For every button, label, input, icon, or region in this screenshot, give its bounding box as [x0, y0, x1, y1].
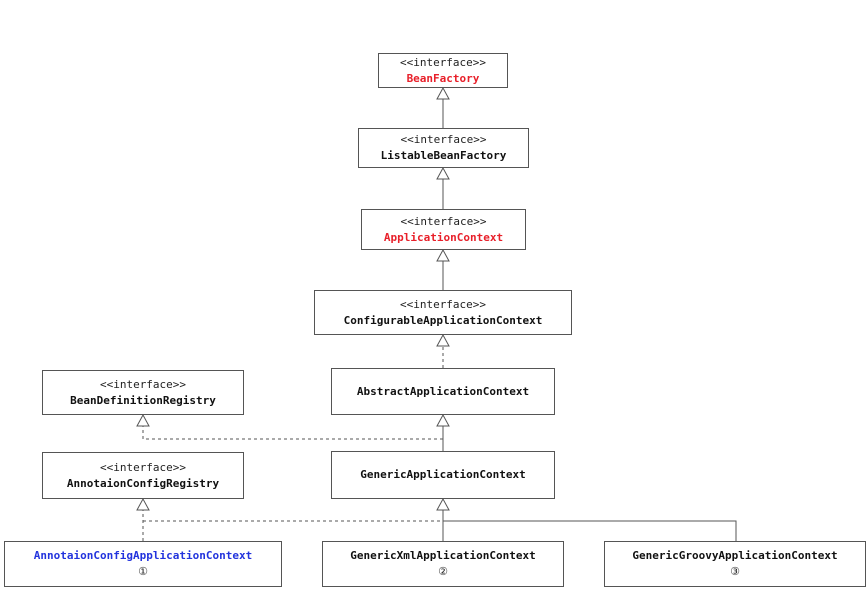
node-bean-factory: <<interface>> BeanFactory — [378, 53, 508, 88]
node-application-context: <<interface>> ApplicationContext — [361, 209, 526, 250]
stereotype-label: <<interface>> — [400, 214, 487, 228]
class-name: ApplicationContext — [383, 230, 504, 244]
arrowhead-listable — [436, 166, 450, 180]
node-annotation-config-application-context: AnnotaionConfigApplicationContext ① — [4, 541, 282, 587]
arrowhead-abstract — [436, 413, 450, 427]
node-generic-xml-application-context: GenericXmlApplicationContext ② — [322, 541, 564, 587]
arrowhead-annregistry — [136, 497, 150, 511]
circled-number: ③ — [730, 565, 740, 578]
node-generic-groovy-application-context: GenericGroovyApplicationContext ③ — [604, 541, 866, 587]
circled-number: ② — [438, 565, 448, 578]
stereotype-label: <<interface>> — [399, 297, 487, 311]
node-annotation-config-registry: <<interface>> AnnotaionConfigRegistry — [42, 452, 244, 499]
circled-number: ① — [138, 565, 148, 578]
class-name: AbstractApplicationContext — [356, 384, 530, 398]
edge-generic-to-beandefregistry — [142, 426, 444, 451]
class-name: GenericApplicationContext — [360, 468, 526, 481]
class-name: ListableBeanFactory — [380, 149, 507, 162]
node-bean-definition-registry: <<interface>> BeanDefinitionRegistry — [42, 370, 244, 415]
edge-groovy-to-generic — [443, 520, 737, 541]
class-name: AnnotaionConfigRegistry — [66, 476, 220, 490]
arrowhead-generic — [436, 497, 450, 511]
arrowhead-beandefregistry — [136, 413, 150, 427]
arrowhead-appctx — [436, 248, 450, 262]
class-name: GenericGroovyApplicationContext — [632, 549, 838, 562]
node-generic-application-context: GenericApplicationContext — [331, 451, 555, 499]
stereotype-label: <<interface>> — [99, 460, 187, 474]
node-abstract-application-context: AbstractApplicationContext — [331, 368, 555, 415]
stereotype-label: <<interface>> — [399, 55, 487, 69]
class-name: BeanDefinitionRegistry — [70, 393, 216, 407]
node-configurable-application-context: <<interface>> ConfigurableApplicationCon… — [314, 290, 572, 335]
class-name: ConfigurableApplicationContext — [343, 313, 543, 327]
arrowhead-beanfactory — [436, 86, 450, 100]
arrowhead-configurable — [436, 333, 450, 347]
class-name: GenericXmlApplicationContext — [350, 549, 536, 562]
class-name: BeanFactory — [406, 71, 480, 85]
node-listable-bean-factory: <<interface>> ListableBeanFactory — [358, 128, 529, 168]
stereotype-label: <<interface>> — [99, 377, 187, 391]
class-name: AnnotaionConfigApplicationContext — [33, 549, 253, 562]
stereotype-label: <<interface>> — [400, 133, 487, 146]
